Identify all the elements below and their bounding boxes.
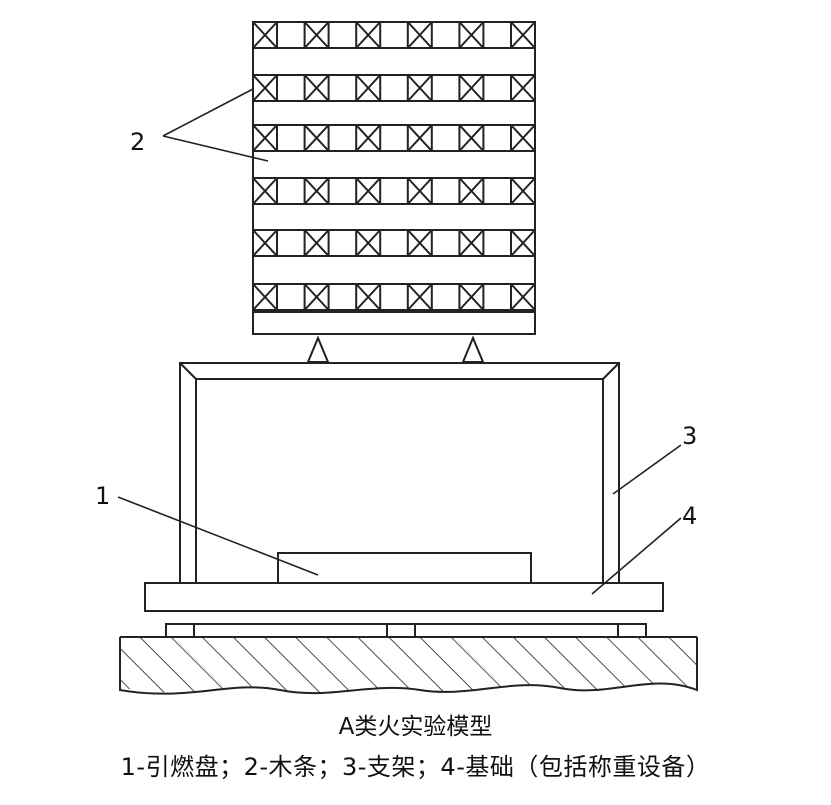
- wood-stick-cross: [252, 229, 278, 257]
- wood-stick-end: [303, 229, 330, 257]
- foundation: [144, 582, 664, 638]
- wood-stick-cross: [458, 229, 485, 257]
- wood-stick-end: [406, 283, 433, 311]
- wood-stick-cross: [303, 124, 330, 152]
- wood-stick-end: [458, 229, 485, 257]
- wood-stick-cross: [510, 124, 536, 152]
- wood-stick-end: [252, 21, 278, 49]
- wood-stick-end: [510, 177, 536, 205]
- wood-stick-cross: [458, 74, 485, 102]
- wood-stick-end: [510, 124, 536, 152]
- wood-stick-cross: [252, 283, 278, 311]
- leader-lines: [117, 88, 682, 595]
- wood-stick-end: [458, 283, 485, 311]
- wood-stick-cross: [407, 124, 433, 152]
- wood-stick-end: [303, 21, 330, 49]
- wood-stick-cross: [407, 74, 433, 102]
- wood-stick-cross: [355, 124, 381, 152]
- wood-stick-end: [252, 177, 278, 205]
- wood-stick-end: [510, 74, 536, 102]
- wood-stick-cross: [407, 177, 433, 205]
- wood-stick-cross: [407, 283, 433, 311]
- wood-stick-end: [303, 283, 330, 311]
- wood-stick-cross: [252, 177, 278, 205]
- ground: [119, 636, 698, 695]
- wood-stick-cross: [252, 124, 278, 152]
- label-foundation: 4: [682, 502, 697, 530]
- wood-stick-end: [510, 283, 536, 311]
- wood-stick-cross: [510, 229, 536, 257]
- wood-stick-cross: [458, 21, 485, 49]
- wood-stick-cross: [510, 283, 536, 311]
- wood-stick-end: [458, 21, 485, 49]
- wood-stick-cross: [303, 74, 330, 102]
- fire-model-diagram: 2 1 3 4: [95, 21, 698, 695]
- figure-legend: 1-引燃盘；2-木条；3-支架；4-基础（包括称重设备）: [120, 753, 711, 781]
- wood-stick-cross: [303, 21, 330, 49]
- wood-stick-end: [355, 21, 382, 49]
- figure-title: A类火实验模型: [338, 714, 493, 740]
- wood-stick-cross: [510, 74, 536, 102]
- wood-stick-end: [406, 21, 433, 49]
- wood-stick-cross: [458, 283, 485, 311]
- label-wood-sticks: 2: [130, 128, 145, 156]
- wood-stick-end: [355, 283, 382, 311]
- wood-stick-cross: [407, 21, 433, 49]
- wood-stick-cross: [355, 177, 381, 205]
- ignition-tray: [277, 552, 532, 584]
- wood-stick-cross: [510, 21, 536, 49]
- wood-stick-cross: [355, 229, 381, 257]
- wood-stick-end: [252, 74, 278, 102]
- wood-stick-end: [458, 74, 485, 102]
- wood-stick-end: [303, 74, 330, 102]
- wood-stick-end: [303, 124, 330, 152]
- wood-stick-end: [406, 124, 433, 152]
- wood-stick-end: [406, 74, 433, 102]
- wood-stick-cross: [355, 283, 381, 311]
- wood-stick-end: [303, 177, 330, 205]
- wood-stick-end: [355, 229, 382, 257]
- wood-stick-end: [252, 124, 278, 152]
- wood-stick-cross: [303, 283, 330, 311]
- wood-stick-end: [355, 74, 382, 102]
- wood-stick-end: [406, 229, 433, 257]
- wood-stick-cross: [510, 177, 536, 205]
- wood-stick-cross: [458, 124, 485, 152]
- wood-stick-end: [252, 229, 278, 257]
- label-ignition-tray: 1: [95, 482, 110, 510]
- wood-stick-cross: [252, 74, 278, 102]
- wood-stick-end: [252, 283, 278, 311]
- wood-stick-cross: [303, 229, 330, 257]
- wood-stick-cross: [355, 74, 381, 102]
- wood-stick-end: [510, 229, 536, 257]
- wood-stick-cross: [303, 177, 330, 205]
- wood-stick-cross: [407, 229, 433, 257]
- wood-stick-end: [355, 177, 382, 205]
- wood-stick-end: [458, 177, 485, 205]
- wood-stick-cross: [458, 177, 485, 205]
- wood-stick-cross: [355, 21, 381, 49]
- wood-stick-end: [510, 21, 536, 49]
- wood-stick-end: [355, 124, 382, 152]
- wood-stick-end: [406, 177, 433, 205]
- label-support-frame: 3: [682, 422, 697, 450]
- wood-crib: [252, 21, 536, 335]
- wood-stick-end: [458, 124, 485, 152]
- wood-stick-cross: [252, 21, 278, 49]
